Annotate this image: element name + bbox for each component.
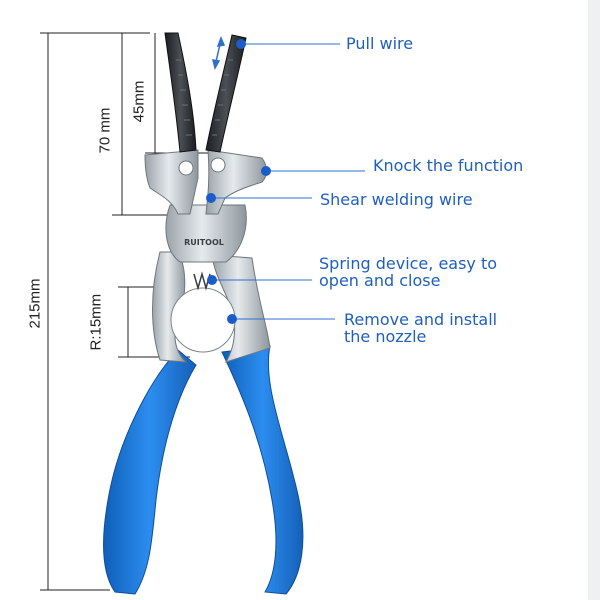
- callout-nozzle-line2: the nozzle: [344, 327, 427, 346]
- callout-nozzle-line1: Remove and install: [344, 310, 498, 329]
- wire-cutter-hole-right: [210, 157, 226, 173]
- right-lower-jaw: [211, 254, 271, 363]
- callout-dots: [206, 39, 271, 324]
- right-jaw-tip: [205, 34, 247, 153]
- page-edge-strip: [588, 0, 600, 600]
- brand-mark: RUITOOL: [184, 238, 224, 247]
- pivot-body: [165, 204, 247, 263]
- jaw-serrations: [176, 59, 233, 136]
- nozzle-hole: [170, 287, 236, 353]
- left-lower-jaw: [152, 251, 188, 363]
- dim-label-total: 215mm: [26, 278, 44, 329]
- pull-direction-arrow-icon: [211, 35, 226, 70]
- callout-pull-wire: Pull wire: [346, 34, 414, 53]
- left-handle: [103, 349, 197, 595]
- callout-spring-line2: open and close: [319, 271, 441, 290]
- callout-leaders: [212, 43, 365, 320]
- dim-label-radius: R:15mm: [87, 293, 105, 351]
- callout-knock-function: Knock the function: [373, 156, 524, 175]
- dim-label-jaw: 70 mm: [96, 107, 114, 154]
- spring: [193, 271, 211, 291]
- callout-spring-line1: Spring device, easy to: [319, 254, 498, 273]
- right-handle: [221, 345, 304, 595]
- left-jaw-tip: [164, 32, 197, 153]
- wire-cutter-hole-left: [178, 160, 194, 176]
- callout-shear-wire: Shear welding wire: [320, 190, 473, 209]
- dim-label-tip: 45mm: [130, 80, 148, 123]
- dimension-lines: [40, 32, 210, 591]
- left-head-plate: [144, 149, 199, 215]
